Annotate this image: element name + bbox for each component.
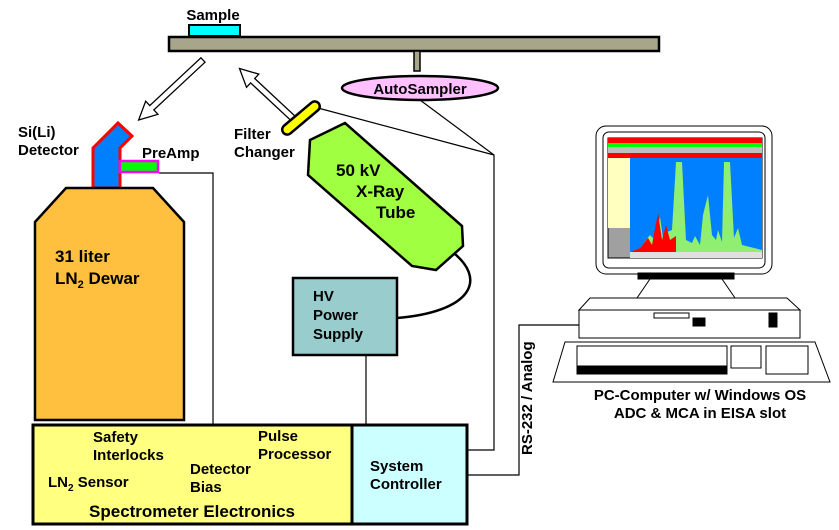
hv-cable bbox=[396, 249, 472, 320]
hv-power-supply bbox=[291, 276, 399, 357]
spectrum-plot bbox=[630, 158, 762, 252]
pc-label-2: ADC & MCA in EISA slot bbox=[614, 405, 786, 422]
excitation-arrow bbox=[238, 67, 301, 127]
sili-detector bbox=[91, 120, 135, 190]
dewar-label-1: 31 liter bbox=[55, 247, 110, 266]
pc-computer bbox=[552, 125, 831, 383]
stage-stem bbox=[413, 50, 421, 72]
tube-label-2: X-Ray bbox=[356, 182, 405, 201]
electronics-label: Spectrometer Electronics bbox=[89, 502, 295, 521]
rs232-label: RS-232 / Analog bbox=[519, 341, 536, 455]
pc-case-top bbox=[577, 297, 802, 311]
spectrum-fill bbox=[630, 162, 762, 254]
ln2-sensor-label: LN2 Sensor bbox=[48, 474, 129, 494]
system-controller bbox=[350, 423, 469, 526]
bias-label-1: Detector bbox=[190, 461, 251, 478]
pc-label-1: PC-Computer w/ Windows OS bbox=[594, 387, 806, 404]
sample bbox=[188, 24, 241, 37]
preamp-label: PreAmp bbox=[142, 145, 200, 162]
hv-label-2: Power bbox=[313, 307, 358, 324]
filter-label-1: Filter bbox=[234, 126, 271, 143]
filter-label-2: Changer bbox=[234, 144, 295, 161]
xray-tube bbox=[306, 121, 465, 272]
hv-label-3: Supply bbox=[313, 326, 364, 343]
bias-label-2: Bias bbox=[190, 479, 222, 496]
tube-label-1: 50 kV bbox=[336, 161, 381, 180]
spectrum-peaks bbox=[630, 213, 676, 252]
preamp bbox=[118, 159, 160, 174]
pulse-label-1: Pulse bbox=[258, 428, 298, 445]
dewar-label-2: LN2 Dewar bbox=[55, 269, 140, 291]
tube-label-3: Tube bbox=[376, 203, 415, 222]
sample-label: Sample bbox=[186, 7, 239, 24]
detector-label-2: Detector bbox=[18, 142, 79, 159]
controller-label-2: Controller bbox=[370, 476, 442, 493]
sample-stage bbox=[167, 35, 661, 53]
safety-label-1: Safety bbox=[93, 429, 139, 446]
spectrometer-electronics bbox=[31, 423, 354, 526]
ln2-dewar bbox=[33, 186, 186, 422]
autosampler-label: AutoSampler bbox=[373, 81, 467, 98]
safety-label-2: Interlocks bbox=[93, 447, 164, 464]
fluorescence-arrow bbox=[137, 56, 206, 122]
hv-label-1: HV bbox=[313, 288, 334, 305]
controller-label-1: System bbox=[370, 458, 423, 475]
wiring bbox=[159, 99, 580, 476]
pulse-label-2: Processor bbox=[258, 446, 332, 463]
detector-label-1: Si(Li) bbox=[18, 124, 56, 141]
filter-changer[interactable] bbox=[280, 99, 322, 136]
